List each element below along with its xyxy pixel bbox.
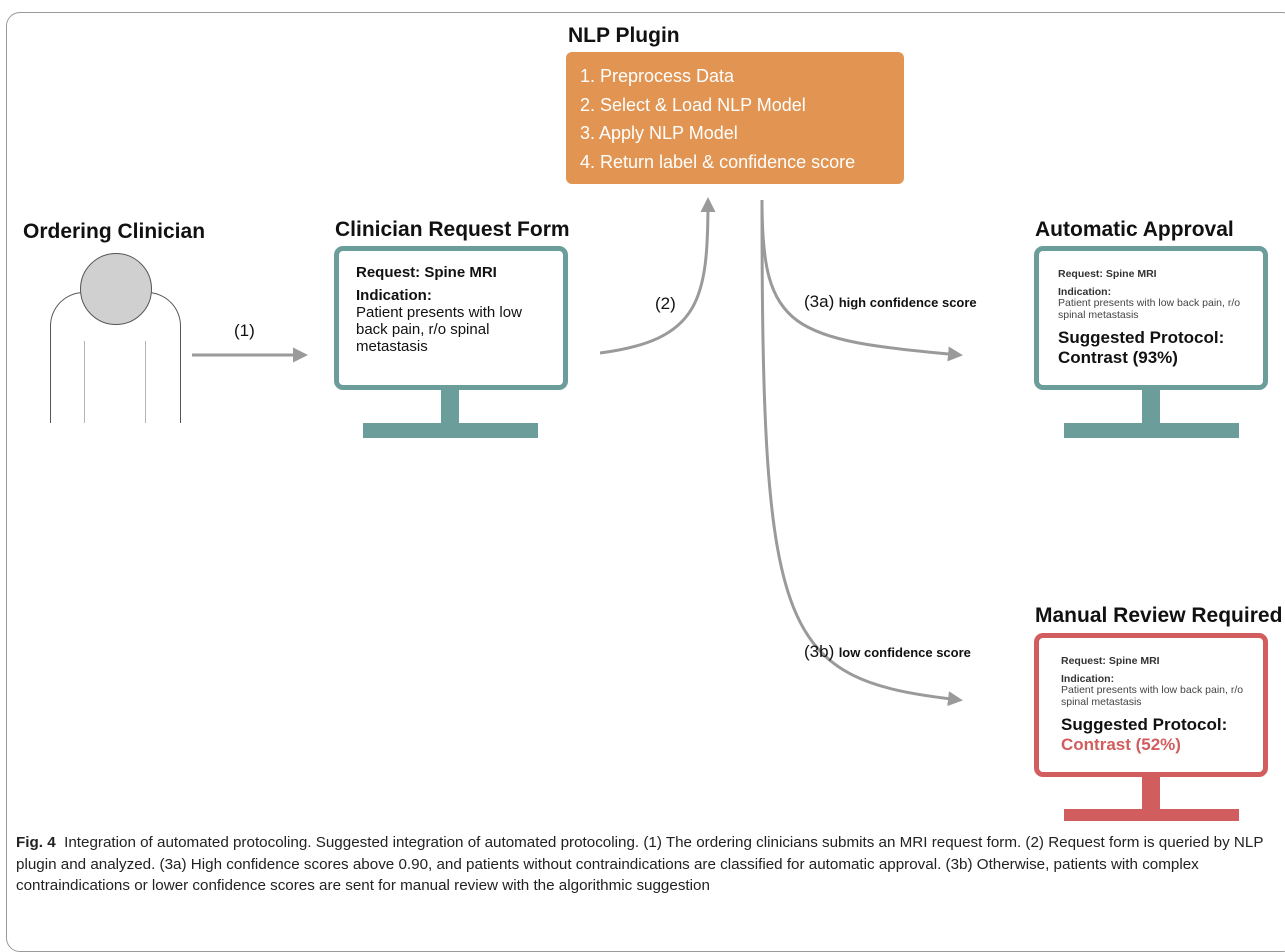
request-text: Request: Spine MRI: [1061, 655, 1160, 667]
step2-label: (2): [655, 294, 676, 313]
manual-review-screen: Request: Spine MRI Indication: Patient p…: [1034, 633, 1268, 777]
request-text: Request: Spine MRI: [1058, 268, 1157, 280]
indication-label: Indication:: [1061, 673, 1115, 685]
step3b-number: (3b): [804, 642, 835, 661]
step1-label: (1): [234, 321, 255, 340]
figure-number: Fig. 4: [16, 834, 56, 851]
indication-label: Indication:: [1058, 286, 1112, 298]
automatic-approval-title: Automatic Approval: [1035, 218, 1234, 241]
plugin-step: 4. Return label & confidence score: [580, 151, 856, 172]
monitor-neck: [441, 390, 459, 424]
plugin-step: 1. Preprocess Data: [580, 66, 735, 86]
arrow-step3a: [760, 199, 963, 362]
monitor-base: [1064, 423, 1239, 438]
figure-caption: Fig. 4 Integration of automated protocol…: [16, 832, 1271, 897]
monitor-neck: [1142, 777, 1160, 810]
indication-line: back pain, r/o spinal: [356, 321, 490, 338]
protocol-label: Suggested Protocol:: [1061, 715, 1228, 734]
indication-line: metastasis: [356, 338, 428, 355]
indication-line: Patient presents with low back pain, r/o: [1061, 684, 1244, 696]
automatic-approval-screen: Request: Spine MRI Indication: Patient p…: [1034, 246, 1268, 390]
caption-text: Integration of automated protocoling. Su…: [16, 834, 1264, 894]
step3a-text: high confidence score: [838, 295, 977, 310]
step3b-label: (3b) low confidence score: [804, 642, 971, 662]
indication-label: Indication:: [356, 287, 432, 304]
indication-line: Patient presents with low: [356, 304, 522, 321]
nlp-plugin-title: NLP Plugin: [568, 24, 680, 47]
arrow-step2: [599, 197, 716, 355]
step3b-text: low confidence score: [838, 645, 971, 660]
step3a-number: (3a): [804, 292, 835, 311]
clinician-head-icon: [80, 253, 152, 325]
plugin-step: 3. Apply NLP Model: [580, 123, 738, 143]
monitor-base: [363, 423, 538, 438]
ordering-clinician-title: Ordering Clinician: [23, 220, 206, 243]
nlp-plugin-box: 1. Preprocess Data 2. Select & Load NLP …: [566, 52, 904, 184]
monitor-neck: [1142, 390, 1160, 424]
monitor-base: [1064, 809, 1239, 821]
plugin-step: 2. Select & Load NLP Model: [580, 94, 806, 115]
indication-line: spinal metastasis: [1061, 695, 1142, 708]
request-form-title: Clinician Request Form: [335, 218, 570, 241]
protocol-label: Suggested Protocol:: [1058, 328, 1225, 347]
indication-line: spinal metastasis: [1058, 308, 1139, 321]
request-text: Request: Spine MRI: [356, 264, 497, 281]
request-form-screen: Request: Spine MRI Indication: Patient p…: [334, 246, 568, 390]
indication-line: Patient presents with low back pain, r/o: [1058, 297, 1241, 309]
manual-review-title: Manual Review Required: [1035, 604, 1283, 627]
arrow-step3b: [760, 199, 963, 707]
step3a-label: (3a) high confidence score: [804, 292, 977, 312]
protocol-value: Contrast (93%): [1058, 348, 1178, 367]
protocol-value: Contrast (52%): [1061, 735, 1181, 754]
